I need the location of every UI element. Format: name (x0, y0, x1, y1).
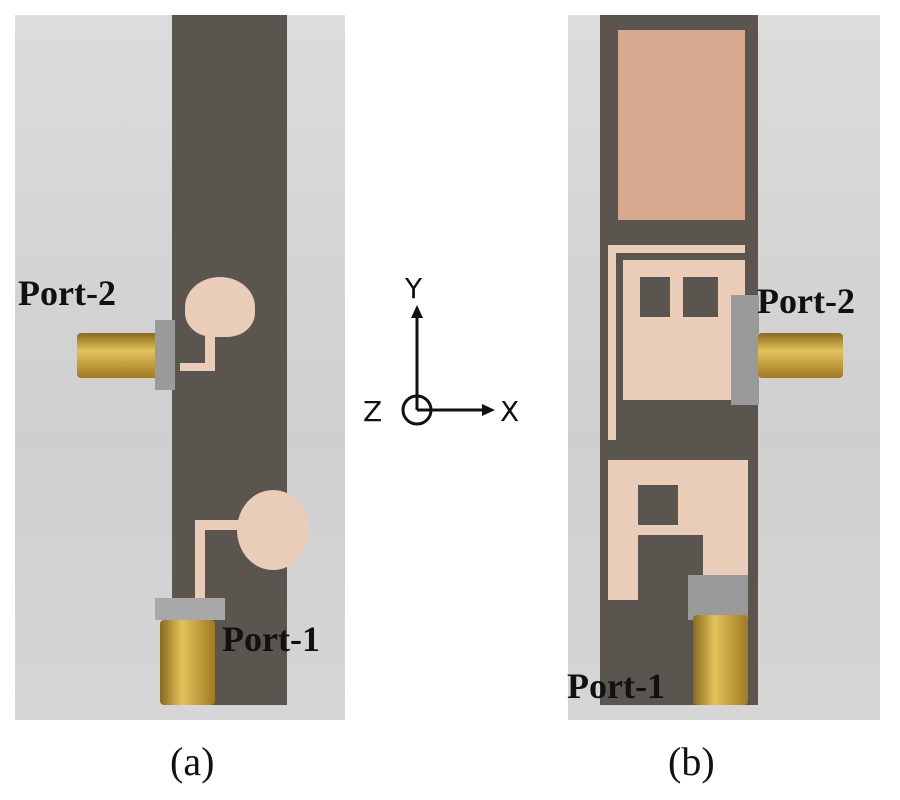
stub-vertical (608, 245, 616, 440)
feed-top-h (180, 363, 215, 371)
port1-label-b: Port-1 (567, 666, 665, 706)
connector-flange-port2-b (731, 295, 759, 405)
patch-top (185, 277, 255, 337)
slot-upper-2 (683, 277, 718, 317)
caption-b: (b) (668, 739, 715, 784)
stub-h (608, 245, 745, 253)
substrate-front (172, 15, 287, 705)
port2-label-b: Port-2 (757, 281, 855, 321)
connector-flange-port1 (155, 598, 225, 620)
connector-flange-port1-b (688, 575, 748, 620)
connector-port2-b (758, 333, 843, 378)
feed-top (205, 335, 215, 370)
feed-bottom (195, 520, 245, 530)
slot-lower (638, 485, 678, 525)
axis-arrows-icon (401, 305, 495, 426)
caption-a: (a) (170, 739, 215, 784)
port2-label-a: Port-2 (18, 273, 116, 313)
photo-front (15, 15, 345, 720)
connector-port1-b (693, 615, 748, 705)
patch-bottom (237, 490, 309, 570)
axis-x-label: X (500, 395, 520, 428)
axis-indicator: Y X Z (355, 270, 519, 450)
connector-port1 (160, 620, 215, 705)
axis-z-label: Z (363, 395, 383, 428)
connector-flange-port2 (155, 320, 175, 390)
axis-y-label: Y (405, 272, 423, 305)
feed-bottom-v (195, 520, 205, 600)
photo-back (568, 15, 880, 720)
port1-label-a: Port-1 (222, 619, 320, 659)
slot-upper (640, 277, 670, 317)
ground-plane (618, 30, 745, 220)
